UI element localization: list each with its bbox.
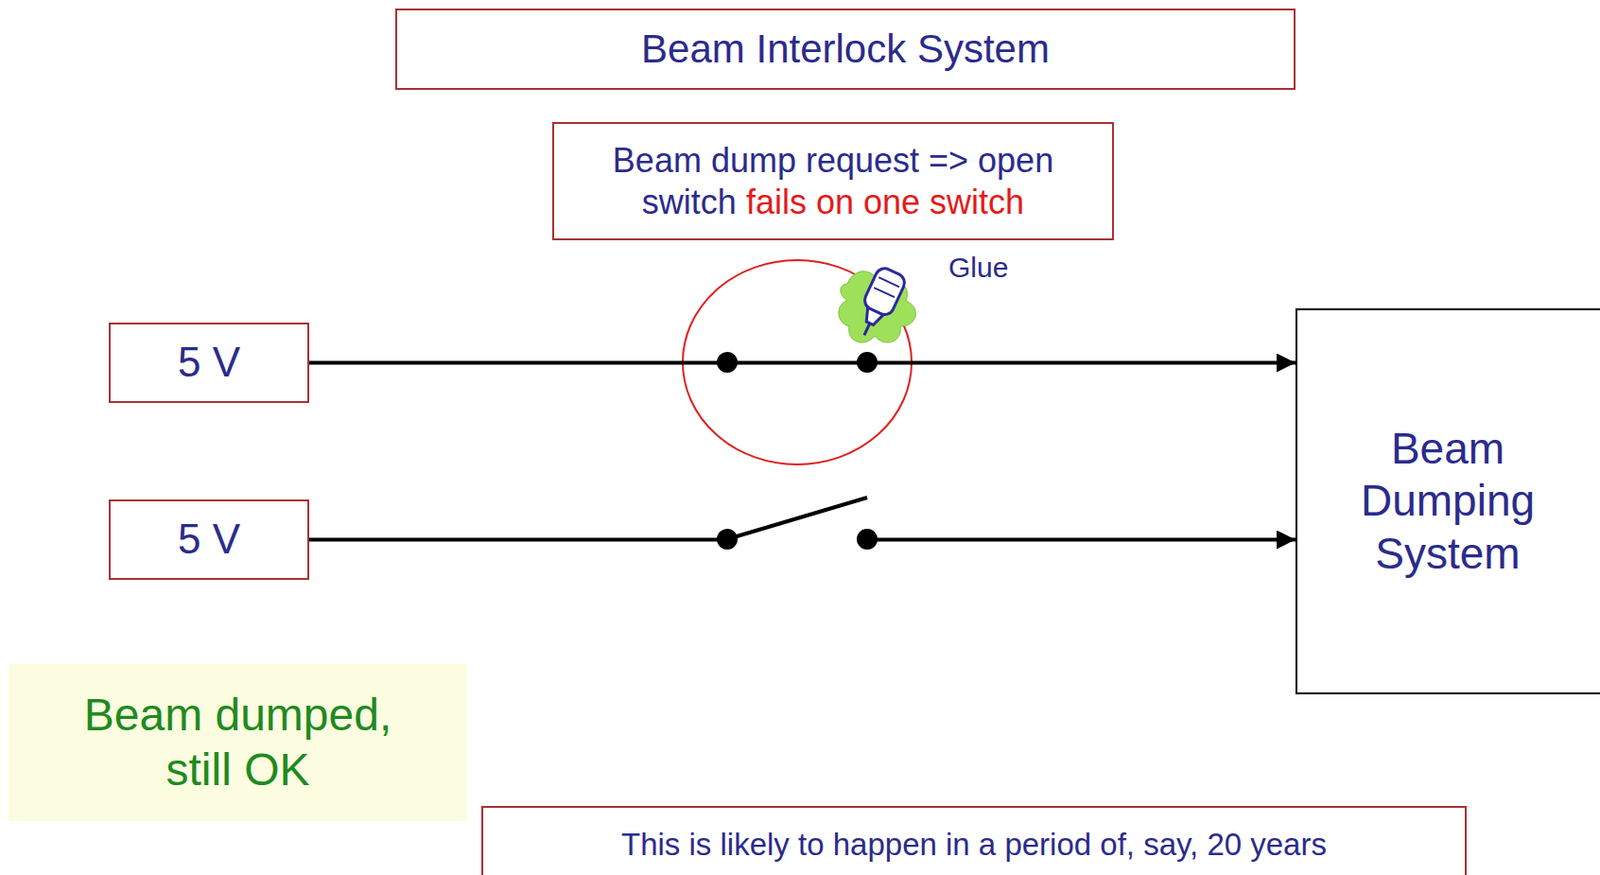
callout-text: Beam dump request => open switchfails on… <box>567 139 1099 222</box>
voltage-source: 5 V <box>108 499 310 580</box>
voltage-source: 5 V <box>108 322 310 403</box>
beam-dumping-box: Beam Dumping System <box>1295 308 1600 695</box>
note-box: This is likely to happen in a period of,… <box>481 805 1467 875</box>
callout-box: Beam dump request => open switchfails on… <box>552 121 1114 241</box>
node-text: fails on one switch <box>746 182 1025 222</box>
node-text: Beam Dumping System <box>1315 422 1581 580</box>
node-text: 5 V <box>177 337 241 388</box>
node-text: This is likely to happen in a period of,… <box>621 825 1327 864</box>
title-text: Beam Interlock System <box>641 25 1050 73</box>
node-text: 5 V <box>177 514 241 565</box>
wire <box>309 538 1296 542</box>
wire <box>309 361 1296 366</box>
glue-label: Glue <box>948 250 1009 285</box>
status-note: Beam dumped, still OK <box>8 663 468 821</box>
glue-bottle <box>850 265 907 343</box>
switch-lever <box>727 497 868 540</box>
node-text: Beam dumped, still OK <box>49 687 428 797</box>
title-box: Beam Interlock System <box>395 8 1296 90</box>
